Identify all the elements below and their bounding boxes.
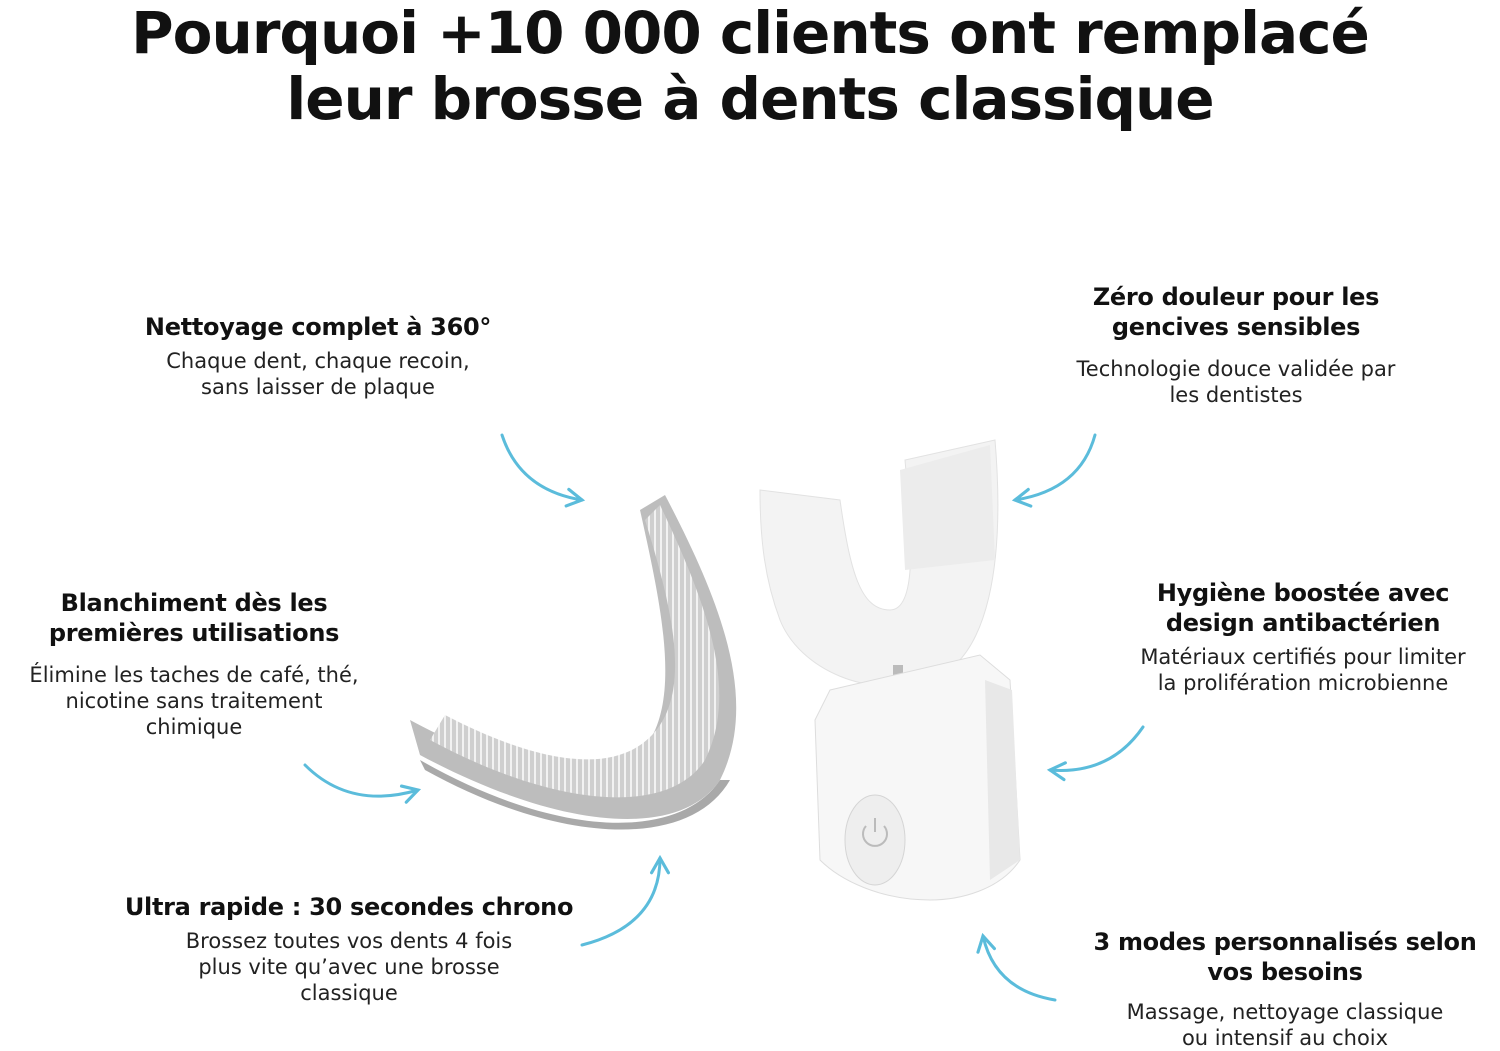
brush-head-white bbox=[759, 439, 999, 687]
feature-heading: Hygiène boostée avec bbox=[1156, 579, 1450, 607]
feature-description: la prolifération microbienne bbox=[1157, 671, 1449, 695]
feature-heading: vos besoins bbox=[1207, 958, 1363, 986]
arrow-icon bbox=[976, 932, 1057, 1002]
feature-description: plus vite qu’avec une brosse bbox=[198, 955, 500, 979]
feature-description: Massage, nettoyage classique bbox=[1126, 1000, 1444, 1024]
feature-heading: gencives sensibles bbox=[1111, 313, 1361, 341]
handle bbox=[814, 654, 1021, 901]
feature-heading: premières utilisations bbox=[48, 619, 340, 647]
feature-description: Élimine les taches de café, thé, bbox=[29, 663, 359, 687]
feature-heading: Zéro douleur pour les bbox=[1092, 283, 1380, 311]
brush-head-gray bbox=[410, 495, 737, 830]
title-line-2: leur brosse à dents classique bbox=[286, 65, 1214, 133]
arrow-icon bbox=[303, 763, 422, 804]
arrow-icon bbox=[1046, 725, 1145, 782]
feature-description: ou intensif au choix bbox=[1181, 1026, 1389, 1050]
feature-description: chimique bbox=[145, 715, 243, 739]
feature-description: Chaque dent, chaque recoin, bbox=[166, 349, 470, 373]
power-icon bbox=[862, 818, 888, 847]
feature-heading: Ultra rapide : 30 secondes chrono bbox=[124, 893, 574, 921]
feature-heading: 3 modes personnalisés selon bbox=[1093, 928, 1477, 956]
arrow-icon bbox=[1011, 433, 1097, 508]
feature-description: sans laisser de plaque bbox=[201, 375, 435, 399]
feature-ultra-fast: Ultra rapide : 30 secondes chrono Brosse… bbox=[124, 892, 574, 1006]
feature-description: Brossez toutes vos dents 4 fois bbox=[185, 929, 513, 953]
feature-heading: Blanchiment dès les bbox=[60, 589, 328, 617]
feature-description: classique bbox=[300, 981, 398, 1005]
page-title: Pourquoi +10 000 clients ont remplacé le… bbox=[0, 0, 1500, 132]
feature-description: les dentistes bbox=[1169, 383, 1303, 407]
arrow-icon bbox=[500, 433, 586, 508]
arrow-icon bbox=[580, 854, 670, 947]
feature-heading: Nettoyage complet à 360° bbox=[144, 313, 492, 341]
feature-360-cleaning: Nettoyage complet à 360° Chaque dent, ch… bbox=[145, 312, 491, 400]
title-line-1: Pourquoi +10 000 clients ont remplacé bbox=[131, 0, 1370, 67]
feature-heading: design antibactérien bbox=[1165, 609, 1441, 637]
feature-description: nicotine sans traitement bbox=[65, 689, 323, 713]
feature-description: Matériaux certifiés pour limiter bbox=[1140, 645, 1466, 669]
feature-description: Technologie douce validée par bbox=[1076, 357, 1396, 381]
